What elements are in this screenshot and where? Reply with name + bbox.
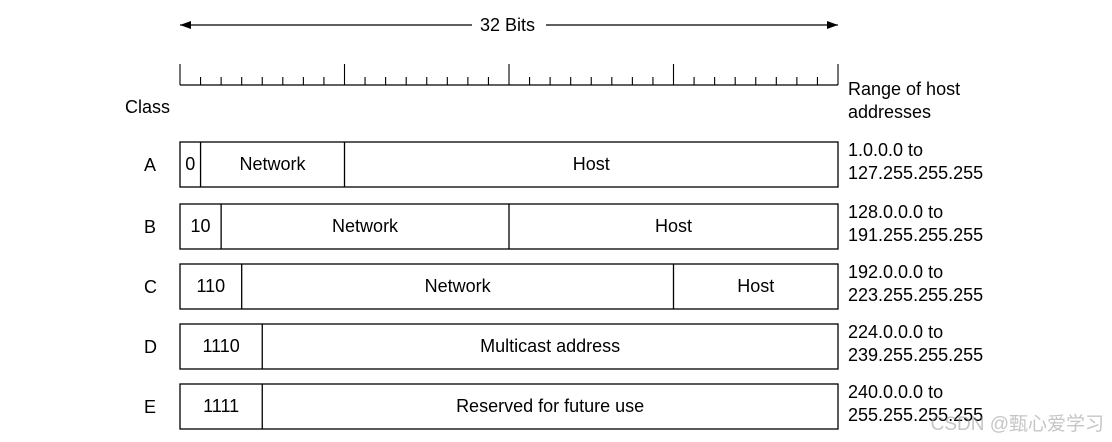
field-label: Reserved for future use [456, 396, 645, 416]
range-end: 255.255.255.255 [848, 405, 984, 425]
host-address-range: 128.0.0.0 to 191.255.255.255 [848, 201, 983, 247]
field-label: 0 [185, 154, 196, 174]
arrow-head-right [827, 21, 838, 29]
range-start: 224.0.0.0 to [848, 322, 944, 342]
field-label: Multicast address [480, 336, 621, 356]
range-header-line1: Range of host [848, 79, 961, 99]
host-address-range: 192.0.0.0 to 223.255.255.255 [848, 261, 983, 307]
range-start: 240.0.0.0 to [848, 382, 944, 402]
range-end: 191.255.255.255 [848, 225, 984, 245]
field-label: Network [239, 154, 306, 174]
watermark: CSDN @甄心爱学习 [930, 414, 1104, 435]
arrow-head-left [180, 21, 191, 29]
class-letter: B [144, 217, 157, 237]
range-start: 1.0.0.0 to [848, 140, 924, 160]
bits-width-label: 32 Bits [480, 15, 536, 35]
field-label: Network [424, 276, 491, 296]
host-address-range: 224.0.0.0 to 239.255.255.255 [848, 321, 983, 367]
range-end: 239.255.255.255 [848, 345, 984, 365]
class-letter: A [144, 155, 157, 175]
range-start: 192.0.0.0 to [848, 262, 944, 282]
field-label: 10 [190, 216, 211, 236]
field-label: 1111 [203, 396, 240, 416]
class-row-box [179, 263, 839, 310]
field-label: Network [332, 216, 399, 236]
host-address-range: 1.0.0.0 to 127.255.255.255 [848, 139, 983, 185]
class-row-box [179, 383, 839, 430]
range-end: 223.255.255.255 [848, 285, 984, 305]
field-label: Host [572, 154, 610, 174]
class-letter: D [144, 337, 157, 357]
field-label: 110 [196, 276, 226, 296]
field-label: Host [654, 216, 692, 236]
range-start: 128.0.0.0 to [848, 202, 944, 222]
class-letter: C [144, 277, 157, 297]
class-row-box [179, 323, 839, 370]
class-letter: E [144, 397, 157, 417]
field-label: Host [737, 276, 775, 296]
range-column-header: Range of host addresses [848, 78, 960, 124]
host-address-range: 240.0.0.0 to 255.255.255.255 [848, 381, 983, 427]
range-header-line2: addresses [848, 102, 932, 122]
class-row-box [179, 141, 839, 188]
range-end: 127.255.255.255 [848, 163, 984, 183]
class-column-header: Class [125, 97, 171, 117]
field-label: 1110 [202, 336, 240, 356]
